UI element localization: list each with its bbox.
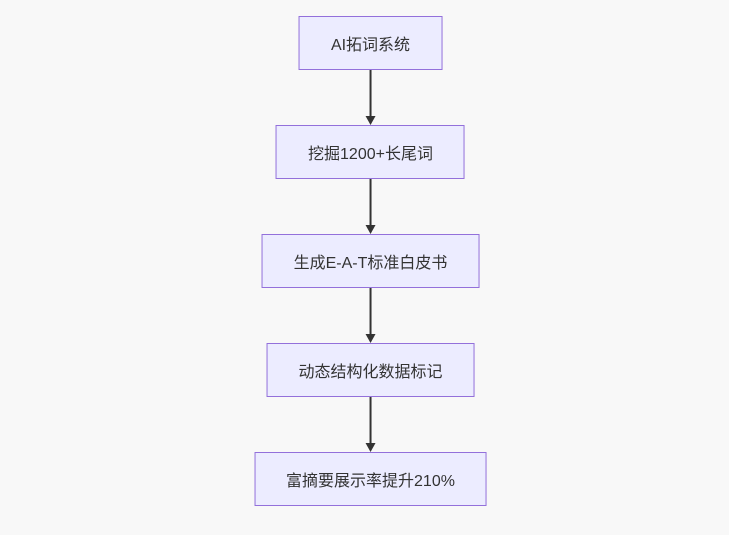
arrow-line xyxy=(369,179,372,226)
arrow-line xyxy=(369,70,372,117)
flowchart: AI拓词系统 挖掘1200+长尾词 生成E-A-T标准白皮书 动态结构化数据标记… xyxy=(254,16,487,506)
arrow-line xyxy=(369,397,372,444)
flowchart-node: AI拓词系统 xyxy=(298,16,443,70)
flow-arrow xyxy=(365,70,376,125)
node-label: 挖掘1200+长尾词 xyxy=(308,146,433,163)
flow-arrow xyxy=(365,397,376,452)
arrowhead-down-icon xyxy=(365,116,376,125)
flow-arrow xyxy=(365,179,376,234)
flowchart-node: 生成E-A-T标准白皮书 xyxy=(261,234,480,288)
flowchart-node: 挖掘1200+长尾词 xyxy=(276,125,465,179)
arrowhead-down-icon xyxy=(365,225,376,234)
flow-arrow xyxy=(365,288,376,343)
flowchart-node: 动态结构化数据标记 xyxy=(266,343,475,397)
node-label: 生成E-A-T标准白皮书 xyxy=(293,255,448,272)
node-label: 动态结构化数据标记 xyxy=(298,364,443,381)
flowchart-node: 富摘要展示率提升210% xyxy=(254,452,487,506)
arrowhead-down-icon xyxy=(365,443,376,452)
node-label: AI拓词系统 xyxy=(330,37,411,54)
arrow-line xyxy=(369,288,372,335)
node-label: 富摘要展示率提升210% xyxy=(286,473,455,490)
arrowhead-down-icon xyxy=(365,334,376,343)
